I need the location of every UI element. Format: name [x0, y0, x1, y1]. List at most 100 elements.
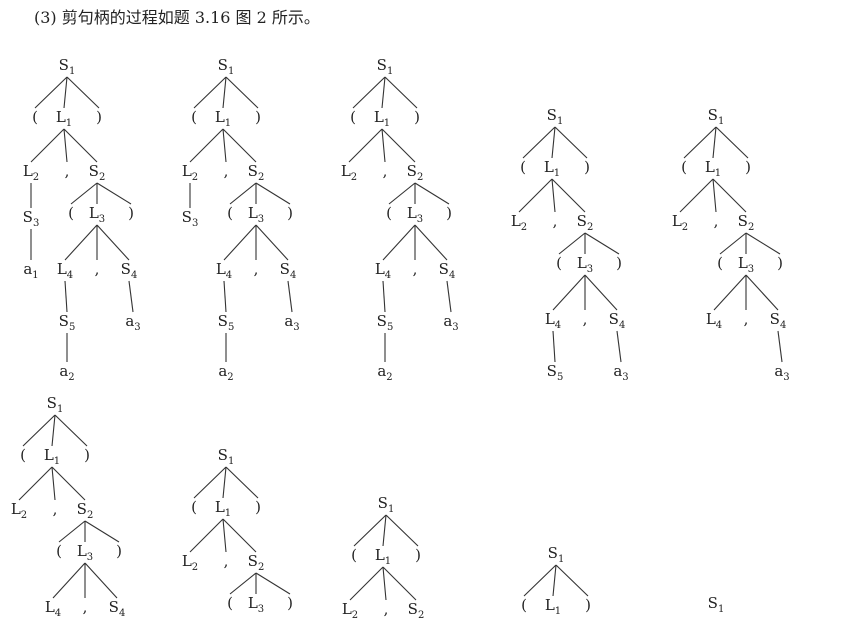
- tree-node: S2: [407, 162, 424, 183]
- tree-node: L3: [407, 204, 423, 225]
- tree-edge: [715, 126, 749, 159]
- tree-edge: [719, 232, 747, 255]
- tree-node: ,: [744, 310, 749, 328]
- tree-edge: [63, 128, 68, 163]
- tree-node: S2: [577, 212, 594, 233]
- tree-node: S1: [548, 544, 565, 565]
- tree-edge: [222, 518, 227, 553]
- tree-node: L3: [248, 204, 264, 225]
- tree-node: L3: [77, 542, 93, 563]
- tree-node: a2: [377, 362, 392, 383]
- tree-node: ): [616, 254, 622, 272]
- tree-node: (: [717, 254, 723, 272]
- tree-edge: [70, 182, 98, 205]
- tree-node: S1: [59, 56, 76, 77]
- tree-node: (: [191, 498, 197, 516]
- tree-node: ): [116, 542, 122, 560]
- tree-edge: [616, 330, 622, 363]
- tree-edge: [96, 182, 132, 205]
- tree-node: L3: [577, 254, 593, 275]
- tree-node: a2: [218, 362, 233, 383]
- tree-node: ): [584, 158, 590, 176]
- tree-edge: [385, 514, 419, 547]
- tree-edge: [551, 178, 556, 213]
- tree-edge: [22, 414, 56, 447]
- tree-edge: [63, 128, 98, 163]
- tree-node: ,: [254, 260, 259, 278]
- tree-node: L2: [342, 600, 358, 621]
- tree-node: S1: [377, 56, 394, 77]
- tree-edge: [52, 562, 86, 599]
- tree-node: (: [386, 204, 392, 222]
- tree-edge: [96, 224, 130, 261]
- tree-node: S3: [23, 208, 40, 229]
- tree-node: L3: [248, 594, 264, 615]
- page-heading: (3) 剪句柄的过程如题 3.16 图 2 所示。: [34, 8, 320, 27]
- tree-edge: [382, 514, 387, 547]
- tree-edge: [679, 178, 714, 213]
- tree-node: S2: [408, 600, 425, 621]
- tree-node: a3: [774, 362, 789, 383]
- tree-node: S4: [109, 598, 126, 619]
- tree-node: (: [191, 108, 197, 126]
- tree-node: (: [351, 546, 357, 564]
- tree-edge: [382, 280, 386, 313]
- tree-node: (: [556, 254, 562, 272]
- tree-node: a1: [23, 260, 38, 281]
- tree-node: L4: [706, 310, 722, 331]
- tree-edge: [558, 232, 586, 255]
- tree-edge: [552, 330, 556, 363]
- tree-edge: [18, 466, 53, 501]
- tree-edge: [229, 182, 257, 205]
- tree-node: L1: [374, 108, 390, 129]
- tree-edge: [34, 76, 68, 109]
- tree-node: S1: [708, 594, 725, 615]
- tree-edge: [222, 128, 227, 163]
- tree-node: a3: [284, 312, 299, 333]
- tree-node: (: [32, 108, 38, 126]
- tree-edge: [30, 128, 65, 163]
- tree-edge: [446, 280, 452, 313]
- tree-edge: [349, 566, 384, 601]
- tree-edge: [84, 562, 118, 599]
- tree-edge: [223, 224, 257, 261]
- tree-node: S1: [378, 494, 395, 515]
- tree-edge: [222, 76, 227, 109]
- tree-node: ,: [583, 310, 588, 328]
- tree-edge: [552, 564, 557, 597]
- tree-node: S4: [439, 260, 456, 281]
- tree-node: S1: [547, 106, 564, 127]
- tree-node: S5: [377, 312, 394, 333]
- tree-edge: [63, 76, 68, 109]
- tree-node: (: [520, 158, 526, 176]
- tree-edge: [713, 274, 747, 311]
- tree-edge: [51, 414, 56, 447]
- tree-node: a3: [443, 312, 458, 333]
- tree-node: S2: [738, 212, 755, 233]
- tree-edge: [128, 280, 134, 313]
- tree-node: L3: [89, 204, 105, 225]
- tree-edge: [229, 572, 257, 595]
- tree-node: ,: [224, 552, 229, 570]
- tree-edge: [189, 518, 224, 553]
- tree-node: ,: [83, 598, 88, 616]
- tree-edge: [222, 128, 257, 163]
- tree-node: L2: [23, 162, 39, 183]
- tree-node: L2: [511, 212, 527, 233]
- tree-edge: [225, 466, 259, 499]
- tree-edge: [777, 330, 783, 363]
- tree-edge: [54, 414, 88, 447]
- tree-node: S2: [89, 162, 106, 183]
- tree-node: L1: [56, 108, 72, 129]
- tree-edge: [66, 76, 100, 109]
- tree-node: ): [446, 204, 452, 222]
- tree-edge: [414, 182, 450, 205]
- tree-edge: [222, 466, 227, 499]
- tree-node: L4: [216, 260, 232, 281]
- tree-edge: [382, 224, 416, 261]
- tree-node: (: [350, 108, 356, 126]
- tree-edge: [51, 466, 86, 501]
- tree-edge: [348, 128, 383, 163]
- tree-edge: [64, 280, 68, 313]
